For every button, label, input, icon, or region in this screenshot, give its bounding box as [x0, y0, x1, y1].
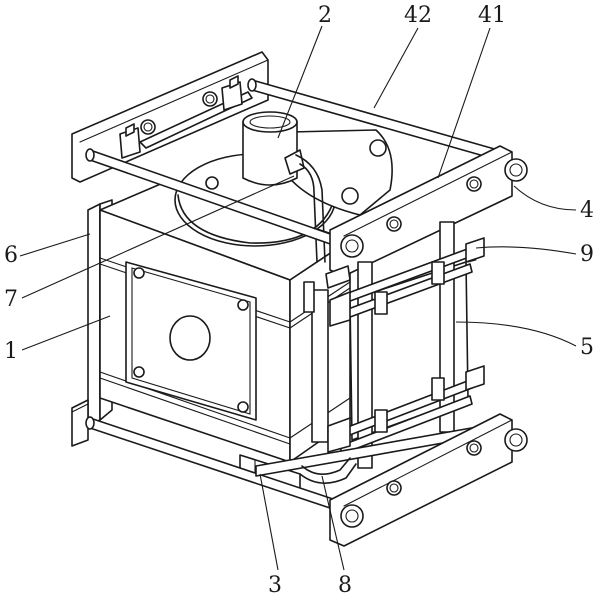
label-7: 7: [4, 287, 18, 312]
top-right-frame-plate: [329, 145, 513, 277]
label-41: 41: [478, 3, 506, 28]
leader-lines: [19, 25, 577, 571]
label-8: 8: [338, 573, 352, 598]
top-clamps: [119, 75, 243, 159]
label-2: 2: [318, 3, 332, 28]
label-3: 3: [268, 573, 282, 598]
label-1: 1: [4, 339, 18, 364]
label-5: 5: [580, 335, 594, 360]
label-9: 9: [580, 242, 594, 267]
label-4: 4: [580, 198, 594, 223]
side-rods: [325, 237, 485, 455]
label-42: 42: [404, 3, 432, 28]
callout-labels: 2 42 41 4 9 5 6 7 1 3 8: [4, 3, 594, 598]
top-pipe: [242, 111, 305, 186]
curved-hose: [295, 154, 326, 263]
front-flange-plate: [125, 261, 257, 421]
bottom-right-frame-plate: [329, 413, 513, 547]
bolt-nuts: [340, 158, 528, 528]
label-6: 6: [4, 243, 18, 268]
bottom-left-frame-plate: [71, 399, 89, 447]
bottom-hose: [299, 457, 357, 484]
